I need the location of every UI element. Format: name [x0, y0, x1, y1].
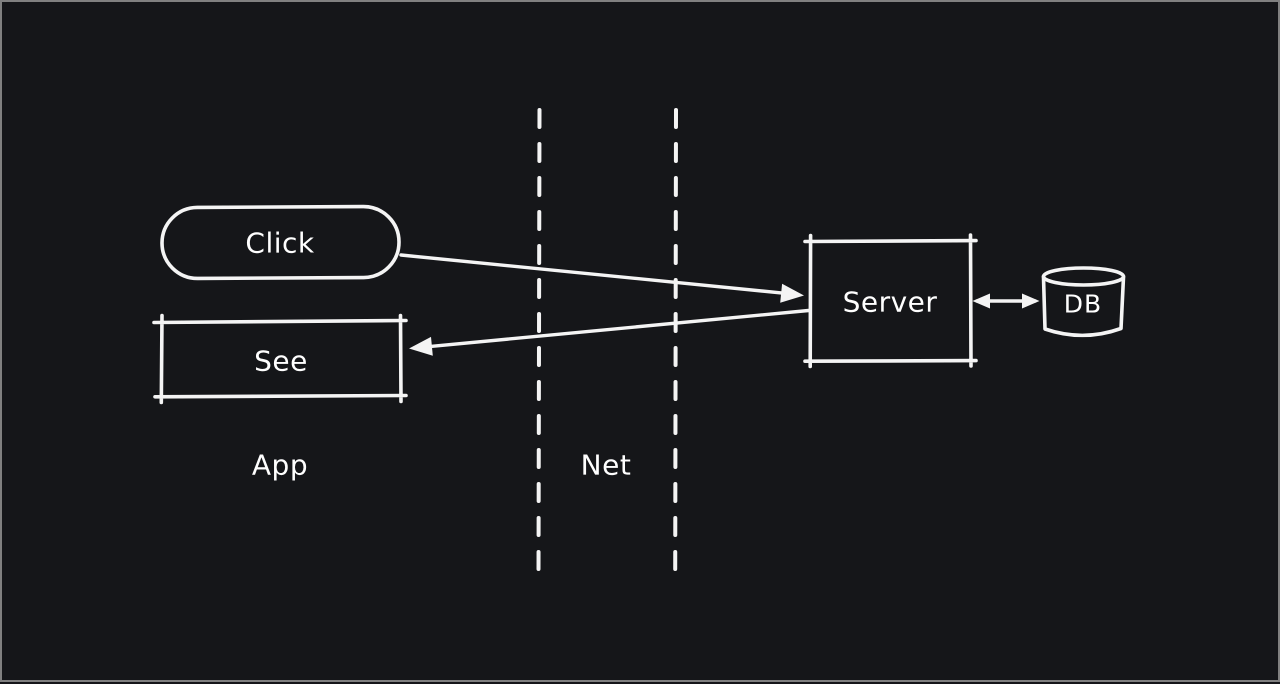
edge-click-to-server-line [399, 253, 787, 295]
server-node-label: Server [842, 285, 938, 319]
server-node-shape [803, 233, 978, 369]
click-node-shape [160, 204, 401, 281]
edge-server-to-see-line [426, 308, 811, 349]
see-node-label: See [254, 344, 308, 378]
net-zone-label: Net [580, 448, 632, 482]
db-cylinder-top [1041, 266, 1126, 287]
net-zone-right-dashed-line [673, 108, 678, 576]
edge-click-to-server-arrowhead [780, 283, 804, 303]
net-zone-left-dashed-line [536, 108, 542, 576]
app-zone-label: App [251, 448, 309, 482]
edge-server-db-arrowhead-right [1022, 293, 1040, 309]
click-node-label: Click [245, 226, 315, 260]
edge-server-to-see [409, 308, 811, 356]
edge-server-db-arrowhead-left [972, 293, 990, 309]
edge-server-to-see-arrowhead [409, 336, 433, 356]
edge-server-db [972, 293, 1040, 309]
edge-click-to-server [399, 253, 804, 303]
db-node-label: DB [1063, 289, 1103, 319]
db-cylinder-body [1041, 275, 1126, 338]
db-node-shape [1041, 266, 1126, 338]
see-node-shape [152, 313, 408, 405]
